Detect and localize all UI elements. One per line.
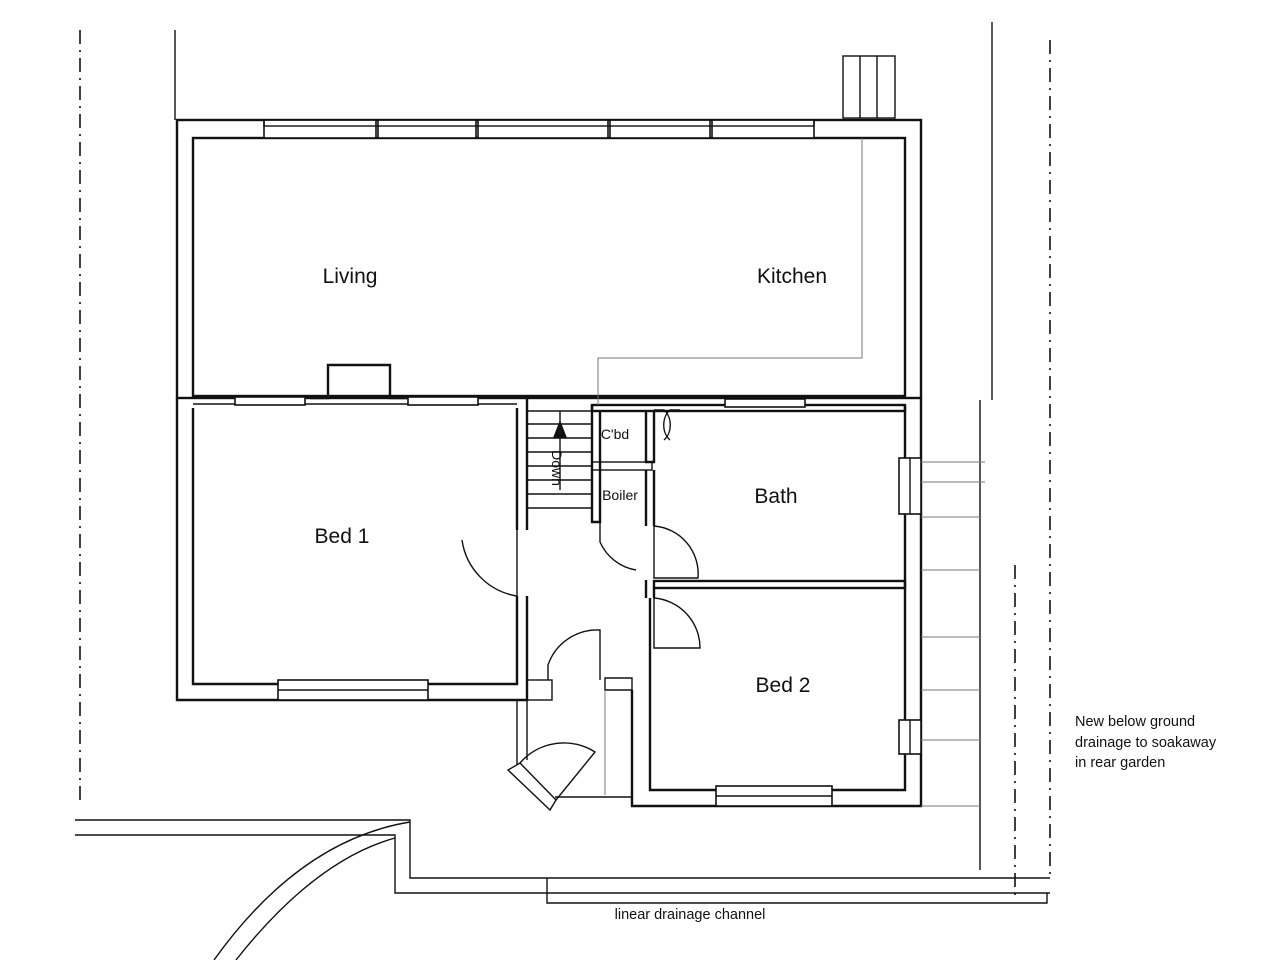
- room-label-cupboard: C'bd: [601, 426, 629, 442]
- drainage-note-line-3: in rear garden: [1075, 755, 1165, 771]
- outer-walls: [175, 118, 923, 808]
- boundary-lines: [79, 30, 1051, 900]
- room-label-bed-1: Bed 1: [315, 525, 370, 548]
- kitchen-worktop-line: [597, 138, 863, 405]
- room-label-bath: Bath: [754, 485, 797, 508]
- doors: [461, 409, 701, 680]
- side-paving: [921, 461, 985, 807]
- rear-windows: [263, 119, 815, 139]
- chimney: [842, 55, 896, 119]
- drainage-note-line-1: New below ground: [1075, 714, 1195, 730]
- drainage-note-line-2: drainage to soakaway: [1075, 735, 1217, 751]
- staircase: [527, 410, 592, 509]
- site-lines: [174, 22, 993, 870]
- stair-arrow-icon: [553, 420, 567, 438]
- room-label-boiler: Boiler: [602, 487, 638, 503]
- front-paths: [75, 819, 1050, 960]
- stair-label: Down: [549, 450, 565, 486]
- channel-note: linear drainage channel: [615, 907, 766, 923]
- room-label-living: Living: [323, 265, 378, 288]
- room-label-kitchen: Kitchen: [757, 265, 827, 288]
- room-label-bed-2: Bed 2: [756, 674, 811, 697]
- side-windows: [277, 457, 922, 807]
- chimney-breast: [310, 363, 408, 400]
- internal-walls: [193, 396, 907, 691]
- front-porch: [506, 679, 632, 812]
